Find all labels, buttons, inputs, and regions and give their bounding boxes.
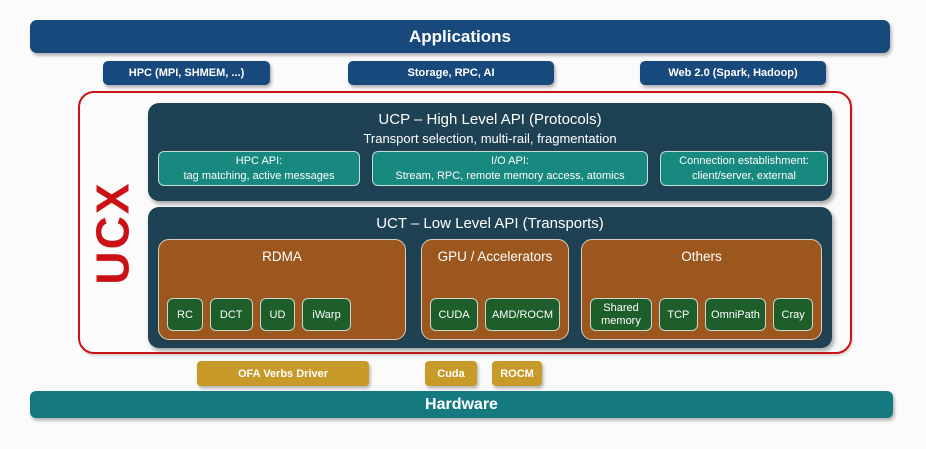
- uct-group-rdma-title: RDMA: [262, 249, 302, 264]
- transport-chip: CUDA: [430, 298, 479, 331]
- ucp-api-hpc-title: HPC API:: [235, 155, 283, 168]
- domain-bar-storage: Storage, RPC, AI: [348, 61, 554, 85]
- transport-chip: TCP: [659, 298, 698, 331]
- ucp-api-hpc-desc: tag matching, active messages: [183, 169, 335, 182]
- transport-chip: OmniPath: [704, 298, 767, 331]
- ucp-api-hpc: HPC API: tag matching, active messages: [158, 151, 360, 186]
- ucp-api-io-title: I/O API:: [491, 155, 529, 168]
- ucp-layer: UCP – High Level API (Protocols) Transpo…: [148, 103, 832, 201]
- ucx-label-text: UCX: [87, 180, 139, 285]
- transport-chip: Shared memory: [590, 298, 652, 331]
- driver-cuda: Cuda: [425, 361, 477, 386]
- transport-chip: Cray: [773, 298, 813, 331]
- ucx-label: UCX: [82, 150, 144, 315]
- transport-chip: RC: [167, 298, 203, 331]
- ucp-title: UCP – High Level API (Protocols): [378, 111, 602, 128]
- transport-chip: DCT: [209, 298, 253, 331]
- domain-bar-hpc: HPC (MPI, SHMEM, ...): [103, 61, 270, 85]
- transport-chip: AMD/ROCM: [485, 298, 560, 331]
- ucx-frame: [78, 91, 852, 354]
- applications-bar: Applications: [30, 20, 890, 53]
- uct-title: UCT – Low Level API (Transports): [376, 215, 604, 232]
- transport-chip: iWarp: [302, 298, 351, 331]
- ucp-api-io: I/O API: Stream, RPC, remote memory acce…: [372, 151, 648, 186]
- driver-rocm: ROCM: [492, 361, 542, 386]
- ucp-api-io-desc: Stream, RPC, remote memory access, atomi…: [395, 169, 625, 182]
- driver-ofa-verbs: OFA Verbs Driver: [197, 361, 369, 386]
- ucp-api-connection-title: Connection establishment:: [679, 155, 809, 168]
- uct-layer: UCT – Low Level API (Transports) RDMA RC…: [148, 207, 832, 348]
- uct-group-others-title: Others: [681, 249, 722, 264]
- ucp-api-connection-desc: client/server, external: [692, 169, 796, 182]
- uct-group-gpu-title: GPU / Accelerators: [437, 249, 553, 264]
- domain-bar-web: Web 2.0 (Spark, Hadoop): [640, 61, 826, 85]
- ucp-api-connection: Connection establishment: client/server,…: [660, 151, 828, 186]
- transport-chip: UD: [259, 298, 296, 331]
- hardware-bar: Hardware: [30, 391, 893, 418]
- ucp-subtitle: Transport selection, multi-rail, fragmen…: [363, 131, 617, 146]
